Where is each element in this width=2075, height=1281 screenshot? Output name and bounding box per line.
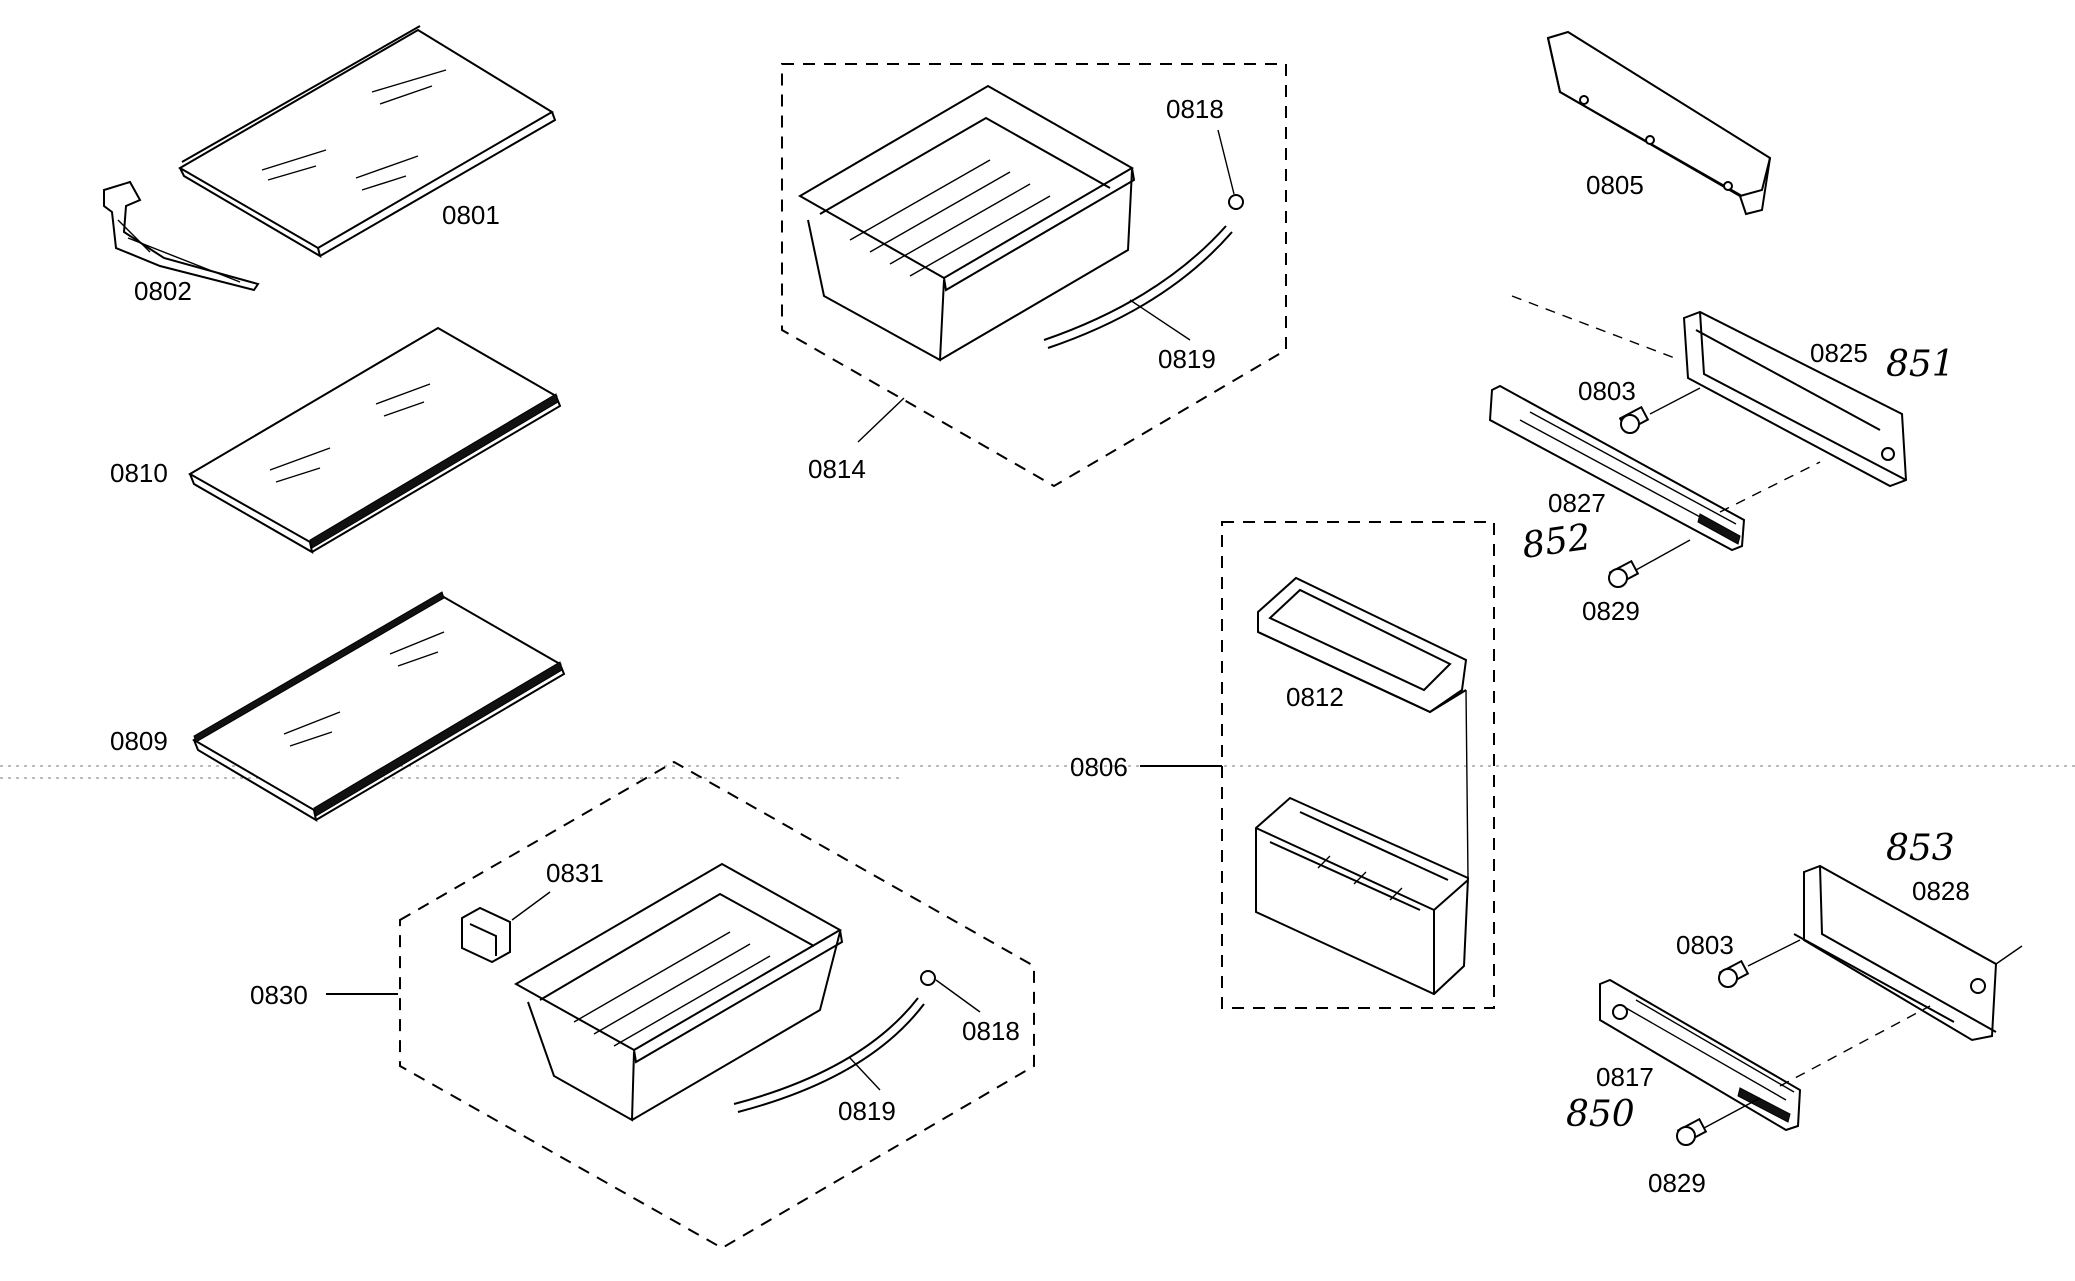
label-0827: 0827 [1548,488,1606,518]
handwritten-853: 853 [1886,828,1955,869]
drawer-assembly-0814 [781,63,1287,488]
rail-assembly-lower [1599,864,2023,1146]
duct-0805 [1546,30,1772,216]
label-0812: 0812 [1286,682,1344,712]
label-0814: 0814 [808,454,866,484]
label-0829-bottom: 0829 [1648,1168,1706,1198]
screw-0829-upper [1608,559,1640,588]
screw-0803-upper [1618,405,1650,434]
label-0831: 0831 [546,858,604,888]
label-0803-bottom: 0803 [1676,930,1734,960]
label-0819-bottom: 0819 [838,1096,896,1126]
glass-shelf-0801 [178,25,557,259]
glass-shelf-0810 [188,326,562,554]
label-0809: 0809 [110,726,168,756]
drawer-assembly-0830 [326,760,1035,1250]
shelf-bracket-0802 [103,180,260,292]
label-0819-top: 0819 [1158,344,1216,374]
label-0805: 0805 [1586,170,1644,200]
label-0828: 0828 [1912,876,1970,906]
label-0801: 0801 [442,200,500,230]
handwritten-851: 851 [1886,344,1955,385]
label-0810: 0810 [110,458,168,488]
handwritten-850: 850 [1566,1094,1635,1135]
label-0818-top: 0818 [1166,94,1224,124]
label-0806: 0806 [1070,752,1128,782]
handwritten-852: 852 [1520,517,1594,567]
label-0825: 0825 [1810,338,1868,368]
label-0802: 0802 [134,276,192,306]
label-0829-top: 0829 [1582,596,1640,626]
label-0830: 0830 [250,980,308,1010]
label-0817: 0817 [1596,1062,1654,1092]
screw-0829-lower [1676,1117,1708,1146]
screw-0803-lower [1718,959,1750,988]
glass-shelf-0809 [192,591,566,823]
bin-assembly-0806 [1140,521,1495,1009]
rail-assembly-upper [1488,295,1908,588]
label-0803-top: 0803 [1578,376,1636,406]
label-0818-bottom: 0818 [962,1016,1020,1046]
